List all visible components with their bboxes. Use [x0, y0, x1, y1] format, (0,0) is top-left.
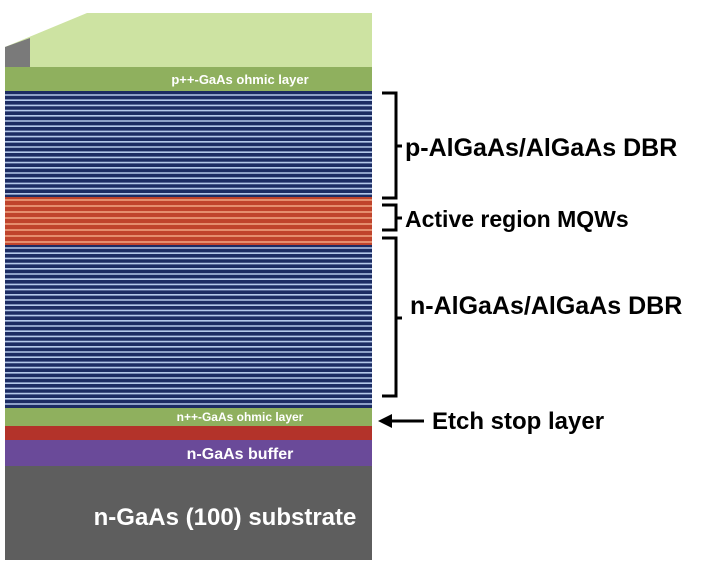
bottom-contact-label: n++-GaAs ohmic layer [177, 410, 304, 424]
block-top-face [5, 13, 372, 67]
buffer-label: n-GaAs buffer [187, 446, 294, 463]
n-dbr-annotation: n-AlGaAs/AlGaAs DBR [410, 292, 682, 320]
p-dbr-annotation: p-AlGaAs/AlGaAs DBR [405, 134, 677, 162]
active-bracket [382, 203, 402, 232]
buffer-layer [5, 440, 372, 466]
active-region-stripes [5, 199, 372, 243]
etch-stop-arrow [378, 414, 424, 428]
top-contact-layer [5, 67, 372, 91]
bottom-contact-layer [5, 406, 372, 428]
substrate-label: n-GaAs (100) substrate [94, 504, 357, 531]
n-dbr-bracket [382, 236, 402, 398]
layer-stack [5, 67, 372, 560]
p-dbr-stripes [5, 94, 372, 195]
etch-stop-annotation: Etch stop layer [432, 408, 604, 435]
etch-stop-layer [5, 426, 372, 440]
p-dbr-layer [5, 90, 372, 197]
active-region-layer [5, 195, 372, 245]
top-contact-label: p++-GaAs ohmic layer [171, 72, 308, 87]
active-region-annotation: Active region MQWs [405, 206, 629, 232]
substrate-layer [5, 464, 372, 560]
p-dbr-bracket [382, 91, 402, 200]
n-dbr-stripes [5, 247, 372, 405]
